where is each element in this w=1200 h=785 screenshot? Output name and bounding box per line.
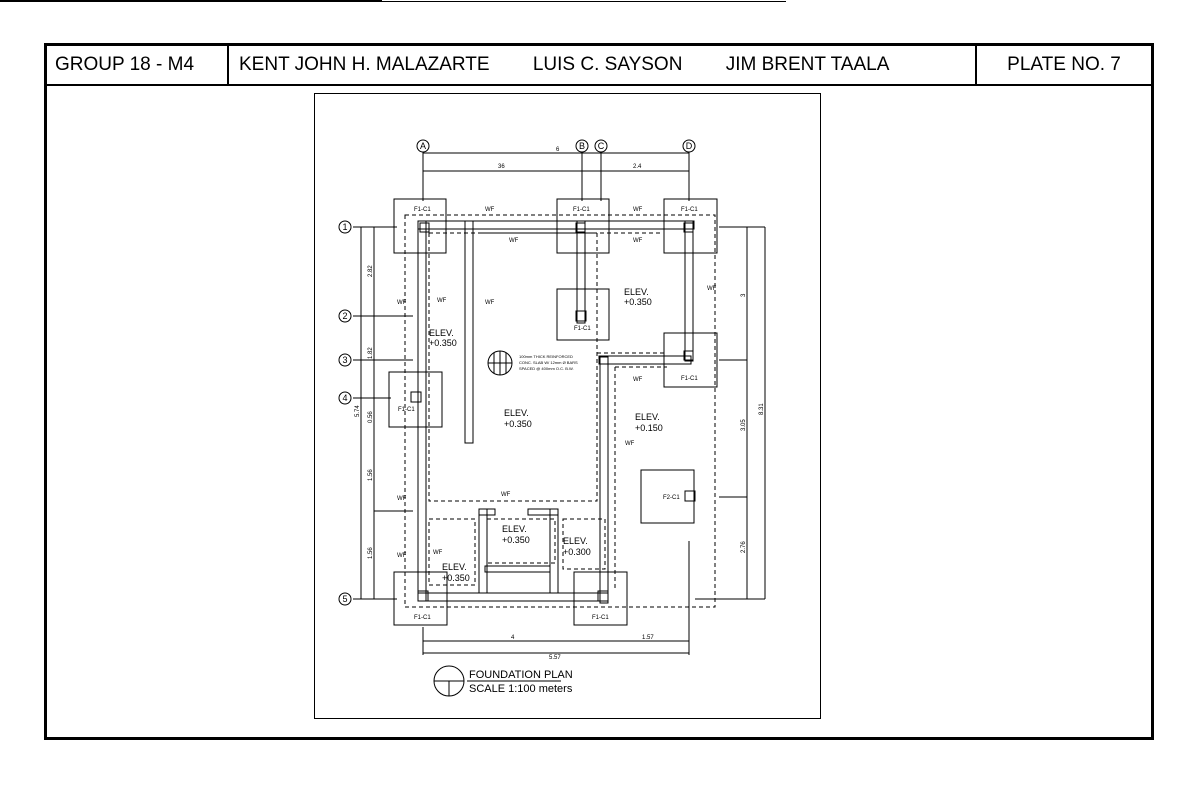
wall-footing-tag: WF xyxy=(397,553,407,559)
grid-label: 4 xyxy=(342,393,347,403)
dimension-text: 36 xyxy=(498,164,505,170)
wall-footing-tag: WF xyxy=(633,377,643,383)
dimension-text: 3 xyxy=(741,293,747,297)
elevation-value: +0.350 xyxy=(502,535,530,545)
grid-label: 5 xyxy=(342,594,347,604)
wall-footing-tag: WF xyxy=(509,238,519,244)
dimension-text: 2.82 xyxy=(368,265,374,277)
elevation-value: +0.350 xyxy=(429,338,457,348)
elevation-value: +0.300 xyxy=(563,547,591,557)
elevation-value: +0.350 xyxy=(504,419,532,429)
footing-pad xyxy=(556,288,610,341)
footing-pad xyxy=(556,198,610,254)
dimension-text: 4 xyxy=(511,635,515,641)
footing-tag: F1-C1 xyxy=(398,407,415,413)
dimension-text: 1.56 xyxy=(368,547,374,559)
grid-label: B xyxy=(579,141,585,151)
dimension-text: 1.56 xyxy=(368,469,374,481)
student-name: JIM BRENT TAALA xyxy=(725,54,890,75)
grid-bubble-4 xyxy=(338,391,352,405)
footing-pad xyxy=(388,371,443,428)
footing-tag: F1-C1 xyxy=(681,207,698,213)
footing-pad xyxy=(663,198,718,254)
elevation-label: ELEV. xyxy=(624,287,649,297)
footing-tag: F1-C1 xyxy=(414,207,431,213)
elevation-value: +0.350 xyxy=(624,297,652,307)
slab-note: CONC. SLAB W/ 12mm Ø BARS xyxy=(519,360,578,365)
title-block: GROUP 18 - M4 KENT JOHN H. MALAZARTE LUI… xyxy=(47,46,1151,86)
group-label: GROUP 18 - M4 xyxy=(47,46,229,84)
elevation-value: +0.350 xyxy=(442,573,470,583)
plan-caption: FOUNDATION PLAN xyxy=(469,669,573,681)
dimension-text: 5.74 xyxy=(355,405,361,417)
elevation-label: ELEV. xyxy=(442,562,467,572)
wall-footing-tag: WF xyxy=(397,300,407,306)
grid-label: D xyxy=(686,141,693,151)
elevation-label: ELEV. xyxy=(429,328,454,338)
student-names: KENT JOHN H. MALAZARTE LUIS C. SAYSON JI… xyxy=(229,46,977,84)
footing-tag: F1-C1 xyxy=(573,207,590,213)
wall-footing-tag: WF xyxy=(433,550,443,556)
footing-tag: F1-C1 xyxy=(414,615,431,621)
elevation-label: ELEV. xyxy=(502,524,527,534)
student-name: LUIS C. SAYSON xyxy=(532,54,683,75)
dimension-text: 5.57 xyxy=(549,655,561,661)
slab-note: SPACED @ 400mm O.C. B.W. xyxy=(519,366,574,371)
drawing-sheet: A B C D 1 2 3 4 5 6 36 2.4 4 1.57 5.57 2… xyxy=(314,93,821,719)
wall-footing-tag: WF xyxy=(633,238,643,244)
plate-number: PLATE NO. 7 xyxy=(1007,54,1121,75)
wall-footing-tag: WF xyxy=(437,298,447,304)
elevation-label: ELEV. xyxy=(563,536,588,546)
wall-footing-tag: WF xyxy=(707,286,717,292)
dimension-text: 0.56 xyxy=(368,411,374,423)
grid-label: 1 xyxy=(342,222,347,232)
foundation-plan-drawing: A B C D 1 2 3 4 5 6 36 2.4 4 1.57 5.57 2… xyxy=(338,139,766,697)
top-border-line xyxy=(382,1,786,2)
wall-footing-tag: WF xyxy=(485,300,495,306)
slab-note: 100mm THICK REINFORCED xyxy=(519,354,573,359)
dimension-text: 2.76 xyxy=(741,541,747,553)
drawing-frame: GROUP 18 - M4 KENT JOHN H. MALAZARTE LUI… xyxy=(44,43,1154,740)
top-border-line xyxy=(0,0,382,2)
dimension-text: 1.82 xyxy=(368,347,374,359)
wall-footing-tag: WF xyxy=(625,441,635,447)
grid-bubble-2 xyxy=(338,309,352,323)
dimension-text: 3.05 xyxy=(741,419,747,431)
dimension-text: 2.4 xyxy=(633,164,642,170)
footing-tag: F1-C1 xyxy=(681,376,698,382)
dimension-text: 6 xyxy=(556,147,560,153)
grid-bubble-1 xyxy=(338,220,352,234)
dimension-text: 8.31 xyxy=(759,403,765,415)
grid-bubble-5 xyxy=(338,592,352,606)
elevation-value: +0.150 xyxy=(635,423,663,433)
grid-label: C xyxy=(598,141,605,151)
wall-footing-tag: WF xyxy=(501,492,511,498)
footing-pad xyxy=(573,571,628,626)
wall-footing-tag: WF xyxy=(633,207,643,213)
footing-tag: F1-C1 xyxy=(574,326,591,332)
elevation-label: ELEV. xyxy=(635,412,660,422)
footing-pad xyxy=(663,332,718,388)
footing-tag: F1-C1 xyxy=(592,615,609,621)
footing-pad xyxy=(393,571,448,626)
footing-tag: F2-C1 xyxy=(663,495,680,501)
grid-label: 3 xyxy=(342,355,347,365)
grid-label: A xyxy=(420,141,426,151)
elevation-label: ELEV. xyxy=(504,408,529,418)
student-name: KENT JOHN H. MALAZARTE xyxy=(239,54,490,75)
dimension-text: 1.57 xyxy=(642,635,654,641)
footing-pad xyxy=(393,198,447,254)
wall-footing-tag: WF xyxy=(485,207,495,213)
grid-bubble-3 xyxy=(338,353,352,367)
footing-pad xyxy=(640,469,695,524)
grid-label: 2 xyxy=(342,311,347,321)
wall-footing-tag: WF xyxy=(397,496,407,502)
plan-scale: SCALE 1:100 meters xyxy=(469,683,573,695)
